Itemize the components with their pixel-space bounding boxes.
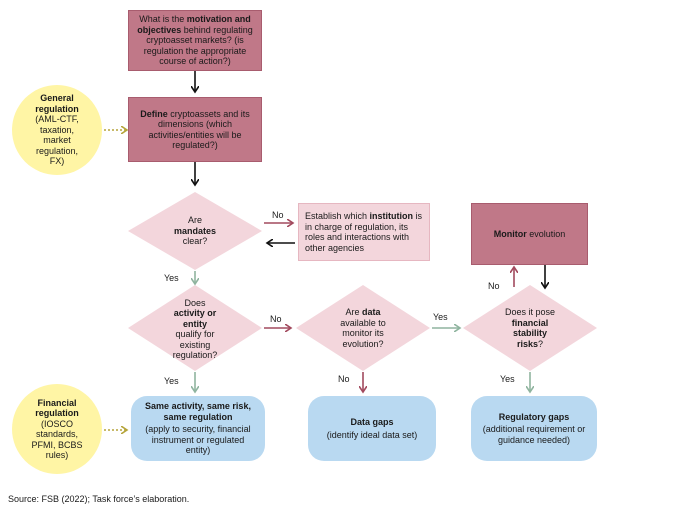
motivation-box: What is the motivation and objectives be… xyxy=(128,10,262,71)
activity-text-bold: activity or entity xyxy=(173,308,217,329)
monitor-text-bold: Monitor xyxy=(493,228,527,239)
label-mandates-yes: Yes xyxy=(164,273,179,283)
institution-text-post: is in charge of regulation, its roles an… xyxy=(305,211,423,253)
define-box: Define cryptoassets and its dimensions (… xyxy=(128,97,262,162)
monitor-box: Monitor evolution xyxy=(471,203,588,265)
motivation-text-post: behind regulating cryptoasset markets? (… xyxy=(143,24,253,67)
label-activity-yes: Yes xyxy=(164,376,179,386)
data-available-text: Are data available to monitor its evolut… xyxy=(326,306,400,350)
stability-diamond xyxy=(463,285,597,371)
activity-diamond xyxy=(128,285,262,371)
label-activity-no: No xyxy=(270,314,282,324)
label-stability-no: No xyxy=(488,281,500,291)
regulatory-gaps-title: Regulatory gaps xyxy=(498,411,570,422)
label-data-yes: Yes xyxy=(433,312,448,322)
mandates-text-post: clear? xyxy=(182,236,208,247)
data-gaps-title: Data gaps xyxy=(350,417,394,427)
mandates-text-pre: Are xyxy=(187,215,202,226)
monitor-text-post: evolution xyxy=(526,228,566,239)
label-stability-yes: Yes xyxy=(500,374,515,384)
institution-text-bold: institution xyxy=(369,211,414,221)
stability-text-post: ? xyxy=(538,338,544,349)
data-text-bold: data xyxy=(362,307,381,317)
label-mandates-no: No xyxy=(272,210,284,220)
source-note: Source: FSB (2022); Task force’s elabora… xyxy=(8,494,190,504)
activity-text: Does activity or entity qualify for exis… xyxy=(156,298,234,361)
mandates-diamond xyxy=(128,192,262,270)
financial-regulation-circle: Financial regulation (IOSCO standards, P… xyxy=(12,384,102,474)
stability-text: Does it pose financial stability risks? xyxy=(493,306,567,350)
stability-text-pre: Does it pose xyxy=(504,307,556,317)
mandates-text: Are mandates clear? xyxy=(160,212,230,250)
motivation-text-pre: What is the xyxy=(139,14,187,25)
same-activity-title: Same activity, same risk, same regulatio… xyxy=(145,401,251,422)
financial-regulation-sub: (IOSCO standards, PFMI, BCBS rules) xyxy=(31,418,83,461)
general-regulation-title: General regulation xyxy=(35,93,79,114)
data-text-pre: Are xyxy=(345,307,362,317)
label-data-no: No xyxy=(338,374,350,384)
institution-box: Establish which institution is in charge… xyxy=(298,203,430,261)
regulatory-gaps-pill: Regulatory gaps (additional requirement … xyxy=(471,396,597,461)
data-text-post: available to monitor its evolution? xyxy=(340,317,386,349)
define-text-post: cryptoassets and its dimensions (which a… xyxy=(148,108,250,151)
financial-regulation-title: Financial regulation xyxy=(35,397,79,419)
data-diamond xyxy=(296,285,430,371)
activity-text-post: qualify for existing regulation? xyxy=(172,329,218,360)
define-text-bold: Define xyxy=(140,108,168,119)
institution-text-pre: Establish which xyxy=(305,211,370,221)
general-regulation-circle: General regulation (AML-CTF, taxation, m… xyxy=(12,85,102,175)
mandates-text-bold: mandates xyxy=(173,225,217,236)
same-activity-sub: (apply to security, financial instrument… xyxy=(145,424,251,456)
general-regulation-sub: (AML-CTF, taxation, market regulation, F… xyxy=(35,114,79,167)
stability-text-bold: financial stability risks xyxy=(511,317,549,349)
regulatory-gaps-sub: (additional requirement or guidance need… xyxy=(482,424,586,445)
motivation-text-bold: motivation and objectives xyxy=(137,14,251,35)
activity-text-pre: Does xyxy=(184,297,206,308)
data-gaps-pill: Data gaps (identify ideal data set) xyxy=(308,396,436,461)
same-activity-pill: Same activity, same risk, same regulatio… xyxy=(131,396,265,461)
data-gaps-sub: (identify ideal data set) xyxy=(326,429,418,440)
